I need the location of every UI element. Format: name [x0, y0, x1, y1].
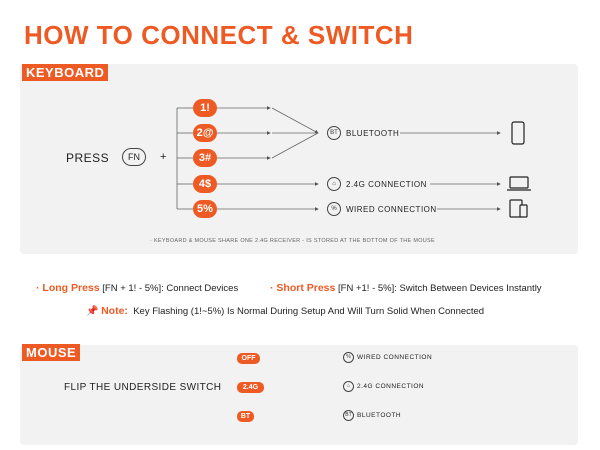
- keyboard-tag: KEYBOARD: [22, 64, 109, 81]
- short-press-label: Short Press: [276, 282, 336, 294]
- long-press-info: · Long Press [FN + 1! - 5%]: Connect Dev…: [36, 282, 239, 294]
- mouse-panel: [20, 345, 578, 445]
- mouse-tag: MOUSE: [22, 344, 81, 361]
- switch-off: OFF: [237, 353, 260, 364]
- key-2: 2@: [193, 124, 217, 142]
- mouse-wired-label: WIRED CONNECTION: [357, 354, 433, 361]
- switch-2-4g: 2.4G: [237, 382, 264, 393]
- key-4: 4$: [193, 175, 217, 193]
- wired-icon: %: [343, 352, 354, 363]
- fn-key-icon: FN: [122, 148, 146, 166]
- note-info: 📌 Note: Key Flashing (1!~5%) Is Normal D…: [86, 305, 484, 317]
- wired-icon: %: [327, 202, 341, 216]
- flip-instruction: FLIP THE UNDERSIDE SWITCH: [64, 382, 222, 393]
- bluetooth-icon: BT: [327, 126, 341, 140]
- wired-connection-label: WIRED CONNECTION: [346, 205, 437, 214]
- keyboard-panel: [20, 64, 578, 254]
- wireless-icon: ⌂: [343, 381, 354, 392]
- connection-2-4g-label: 2.4G CONNECTION: [346, 180, 427, 189]
- key-5: 5%: [193, 200, 217, 218]
- bluetooth-label: BLUETOOTH: [346, 129, 400, 138]
- phone-icon: [511, 121, 525, 145]
- long-press-label: Long Press: [42, 282, 100, 294]
- key-1: 1!: [193, 99, 217, 117]
- laptop-icon: [507, 176, 531, 191]
- mouse-bluetooth-label: BLUETOOTH: [357, 412, 402, 419]
- bluetooth-icon: BT: [343, 410, 354, 421]
- switch-bt: BT: [237, 411, 254, 422]
- receiver-footnote: · KEYBOARD & MOUSE SHARE ONE 2.4G RECEIV…: [150, 238, 435, 244]
- short-press-text: [FN +1! - 5%]: Switch Between Devices In…: [335, 283, 542, 294]
- long-press-text: [FN + 1! - 5%]: Connect Devices: [99, 283, 239, 294]
- short-press-info: · Short Press [FN +1! - 5%]: Switch Betw…: [270, 282, 542, 294]
- note-label: Note:: [101, 305, 128, 317]
- plus-sign: +: [160, 151, 167, 163]
- tablet-phone-icon: [509, 199, 528, 218]
- mouse-2-4g-label: 2.4G CONNECTION: [357, 383, 425, 390]
- pin-icon: 📌: [86, 306, 99, 317]
- page-title: HOW TO CONNECT & SWITCH: [24, 20, 414, 50]
- press-label: PRESS: [66, 151, 110, 165]
- note-text: Key Flashing (1!~5%) Is Normal During Se…: [133, 306, 485, 317]
- wireless-icon: ⌂: [327, 177, 341, 191]
- key-3: 3#: [193, 149, 217, 167]
